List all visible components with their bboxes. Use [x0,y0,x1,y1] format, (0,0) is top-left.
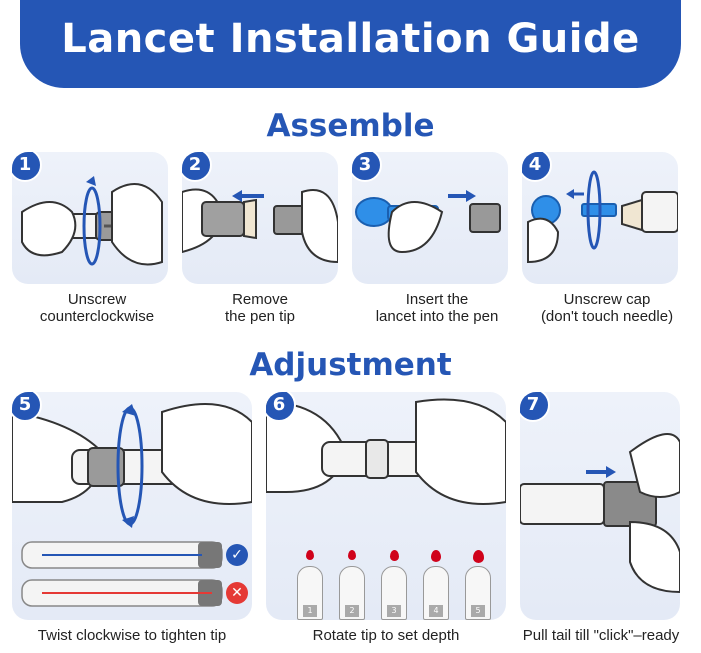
check-icon: ✓ [226,544,248,566]
step-7-illustration: 7 [520,392,680,620]
step-1-caption-line2: counterclockwise [39,308,155,325]
depth-level-3: 3 [376,550,412,620]
depth-level-2: 2 [334,550,370,620]
step-4-illustration: 4 [522,152,678,284]
pen-unscrew-illustration [21,176,163,266]
pen-tip-removal-illustration [182,188,338,264]
section-title-assemble: Assemble [266,108,435,144]
depth-label: 5 [471,605,485,617]
step-4-caption: Unscrew cap (don't touch needle) [522,291,692,325]
pen-tip: 5 [465,566,491,620]
step-1-caption: Unscrew counterclockwise [12,291,182,325]
pen-tip: 1 [297,566,323,620]
depth-label: 4 [429,605,443,617]
blood-drop-icon [431,550,441,562]
lancet-insert-illustration [355,190,501,254]
step-3-caption: Insert the lancet into the pen [352,291,522,325]
depth-label: 3 [387,605,401,617]
step-2-illustration: 2 [182,152,338,284]
pen-pull-tail-illustration [520,433,680,594]
step-5-illustration: 5 ✓ ✕ [12,392,252,620]
step-2-caption-line1: Remove [232,291,288,308]
step-1-caption-line1: Unscrew [67,291,127,308]
section-title-adjustment: Adjustment [249,347,452,383]
depth-level-1: 1 [292,550,328,620]
blood-drop-icon [389,550,399,561]
step-1-illustration: 1 [12,152,168,284]
step-2-caption-line2: the pen tip [224,308,296,325]
depth-level-5: 5 [460,550,496,620]
step-6-illustration: 6 1 2 3 4 5 [266,392,506,620]
step-7-badge: 7 [520,392,550,422]
blood-drop-icon [306,550,314,560]
step-4-caption-line1: Unscrew cap [563,291,651,308]
step-5-badge: 5 [12,392,42,422]
page-title: Lancet Installation Guide [61,16,640,62]
step-1-badge: 1 [12,152,42,182]
pen-tip: 2 [339,566,365,620]
step-6-badge: 6 [266,392,296,422]
depth-levels: 1 2 3 4 5 [292,550,492,620]
title-banner: Lancet Installation Guide [20,0,681,88]
step-2-caption: Remove the pen tip [182,291,338,325]
depth-label: 1 [303,605,317,617]
blood-drop-icon [472,550,484,563]
step-3-caption-line2: lancet into the pen [375,308,499,325]
step-6-caption: Rotate tip to set depth [312,627,460,644]
depth-level-4: 4 [418,550,454,620]
step-4-caption-line2: (don't touch needle) [540,308,674,325]
depth-label: 2 [345,605,359,617]
step-4-badge: 4 [522,152,552,182]
step-5-caption: Twist clockwise to tighten tip [37,627,227,644]
step-3-illustration: 3 [352,152,508,284]
pen-tip: 3 [381,566,407,620]
step-3-badge: 3 [352,152,382,182]
blood-drop-icon [348,550,356,560]
step-2-badge: 2 [182,152,212,182]
pen-twist-illustration [12,403,252,607]
pen-tip: 4 [423,566,449,620]
x-icon: ✕ [226,582,248,604]
step-7-caption: Pull tail till "click"–ready [522,627,680,644]
step-3-caption-line1: Insert the [405,291,469,308]
lancet-cap-illustration [527,170,678,264]
depth-rotate-illustration [266,398,506,505]
